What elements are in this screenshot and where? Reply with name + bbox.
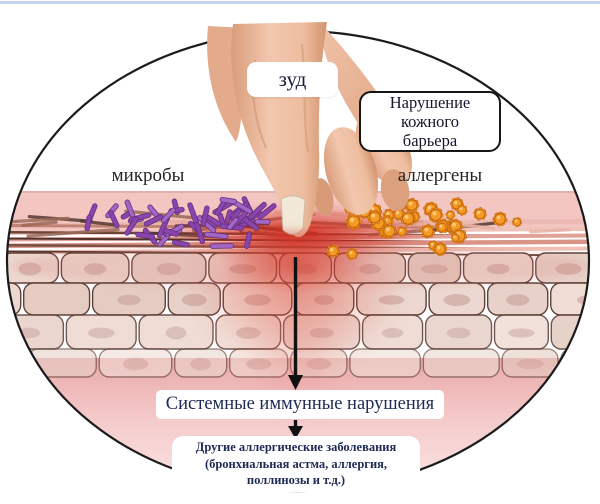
label-systemic-disorders: Системные иммунные нарушения bbox=[156, 390, 444, 419]
arrowhead-2 bbox=[288, 426, 303, 439]
other-line-3: поллинозы и т.д.) bbox=[246, 473, 346, 488]
label-microbes: микробы bbox=[111, 165, 185, 186]
finger-crease bbox=[301, 43, 309, 153]
window-top-border bbox=[0, 1, 600, 4]
label-itch: зуд bbox=[247, 62, 338, 97]
label-allergens: аллергены bbox=[397, 165, 483, 186]
barrier-line-2: кожного bbox=[400, 111, 460, 131]
barrier-line-1: Нарушение bbox=[389, 92, 471, 112]
arrowhead-1 bbox=[288, 375, 303, 390]
knuckle bbox=[380, 169, 410, 211]
allergens-cluster bbox=[326, 197, 523, 260]
label-barrier-disruption: Нарушение кожного барьера bbox=[359, 91, 501, 152]
label-other-diseases: Другие аллергические заболевания (бронхи… bbox=[172, 436, 420, 492]
flow-arrows bbox=[288, 257, 303, 439]
other-line-2: (бронхиальная астма, аллергия, bbox=[204, 456, 388, 471]
fingernail bbox=[280, 195, 306, 235]
finger-fold bbox=[312, 178, 334, 216]
scratch-redness bbox=[268, 230, 320, 246]
microbes-cluster bbox=[84, 196, 277, 249]
barrier-line-3: барьера bbox=[402, 131, 458, 151]
other-line-1: Другие аллергические заболевания bbox=[195, 440, 397, 455]
